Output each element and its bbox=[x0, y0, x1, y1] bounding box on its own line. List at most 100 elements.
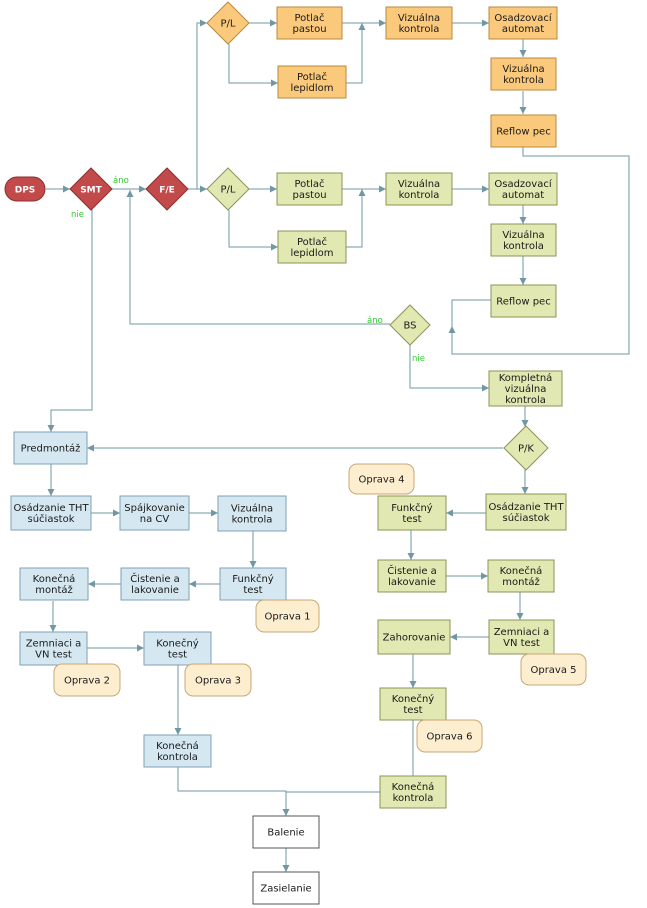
edge-bs-nie-kompletna bbox=[409, 341, 489, 392]
cistenie-right-label-1: Čistenie a bbox=[387, 564, 437, 577]
osadzovaci-automat-bottom-label-1: Osadzovací bbox=[494, 178, 552, 190]
funkcny-test-right-label-1: Funkčný bbox=[391, 502, 433, 514]
osadzanie-tht-right-label-2: súčiastok bbox=[503, 512, 550, 524]
reflow-pec-top-shape bbox=[490, 114, 557, 148]
dps-label-1: DPS bbox=[15, 186, 36, 196]
predmontaz-shape bbox=[13, 431, 88, 465]
edge-reflow-top-bs bbox=[448, 147, 630, 355]
konecna-kontrola-right-shape bbox=[379, 775, 447, 809]
vizualna-kontrola-top-2-label-2: kontrola bbox=[503, 75, 544, 86]
konecny-test-left-label-1: Konečný bbox=[156, 638, 199, 650]
zahorovanie-box: Zahorovanie bbox=[377, 619, 451, 655]
vizualna-kontrola-bottom-2-label-2: kontrola bbox=[503, 241, 544, 252]
edge-plbot-lepidlom bbox=[228, 210, 278, 251]
zemniaci-left-label-2: VN test bbox=[35, 650, 72, 661]
balenie-box: Balenie bbox=[252, 815, 320, 849]
vizualna-kontrola-bottom-1-shape bbox=[385, 172, 453, 206]
edge-lepidlom-merge-top bbox=[346, 23, 366, 84]
smt-nie-label: nie bbox=[71, 210, 84, 220]
zasielanie-label-1: Zasielanie bbox=[260, 884, 311, 895]
cistenie-right-shape bbox=[377, 559, 447, 593]
pk-decision: P/K bbox=[503, 425, 549, 471]
vizualna-kontrola-top-1-label-2: kontrola bbox=[399, 24, 440, 35]
osadzanie-tht-left-label-2: súčiastok bbox=[28, 513, 75, 525]
osadzovaci-automat-bottom-shape bbox=[488, 172, 558, 206]
dps-shape bbox=[4, 176, 46, 202]
bs-diamond bbox=[389, 304, 431, 346]
edge-konkontrola-balenie bbox=[177, 767, 290, 816]
funkcny-test-left-shape bbox=[219, 567, 287, 601]
zahorovanie-shape bbox=[377, 619, 451, 655]
potlac-pastou-bottom-label-2: pastou bbox=[292, 190, 326, 201]
vizualna-kontrola-bottom-1-label-2: kontrola bbox=[399, 190, 440, 201]
pl-top-decision: P/L bbox=[206, 1, 250, 45]
fe-diamond bbox=[145, 167, 189, 211]
oprava-5-shape bbox=[520, 653, 587, 686]
oprava-4-shape bbox=[348, 463, 415, 495]
zasielanie-shape bbox=[252, 871, 320, 905]
oprava-6-shape bbox=[416, 719, 483, 753]
zemniaci-left-shape bbox=[19, 631, 88, 666]
potlac-lepidlom-top-shape bbox=[277, 65, 347, 99]
smt-label-1: SMT bbox=[80, 186, 102, 196]
edge-smt-nie-predmontaz bbox=[47, 200, 93, 432]
oprava-3-label-1: Oprava 3 bbox=[195, 676, 241, 687]
konecna-montaz-left-label-2: montáž bbox=[35, 584, 73, 596]
potlac-pastou-top-shape bbox=[276, 6, 343, 40]
funkcny-test-right-shape bbox=[377, 495, 447, 531]
edge-pltop-lepidlom bbox=[228, 44, 278, 87]
oprava-3-shape bbox=[184, 663, 252, 697]
potlac-lepidlom-bottom-label-1: Potlač bbox=[297, 236, 327, 248]
cistenie-left-label-1: Čistenie a bbox=[130, 572, 180, 585]
edge-lepidlom-merge-bot bbox=[346, 189, 366, 248]
osadzanie-tht-left-shape bbox=[10, 495, 92, 531]
zemniaci-left-label-1: Zemniaci a bbox=[26, 639, 82, 650]
potlac-pastou-top-label-2: pastou bbox=[292, 24, 326, 35]
oprava-6-box: Oprava 6 bbox=[416, 719, 483, 753]
konecny-test-right-label-1: Konečný bbox=[392, 693, 435, 705]
reflow-pec-bottom-shape bbox=[490, 284, 557, 318]
konecna-montaz-right-shape bbox=[487, 559, 555, 593]
reflow-pec-top-box: Reflow pec bbox=[490, 114, 557, 148]
pl-bottom-decision: P/L bbox=[206, 167, 250, 211]
oprava-3-box: Oprava 3 bbox=[184, 663, 252, 697]
oprava-2-label-1: Oprava 2 bbox=[64, 676, 110, 687]
oprava-4-label-1: Oprava 4 bbox=[358, 475, 404, 486]
edge-fe-pl-top bbox=[187, 19, 207, 190]
potlac-pastou-top-label-1: Potlač bbox=[294, 12, 324, 24]
zemniaci-right-label-1: Zemniaci a bbox=[494, 627, 550, 638]
osadzovaci-automat-bottom-label-2: automat bbox=[502, 190, 544, 201]
vizualna-kontrola-bottom-2-label-1: Vizuálna bbox=[502, 229, 544, 241]
potlac-lepidlom-bottom-label-2: lepidlom bbox=[290, 248, 333, 259]
potlac-lepidlom-top-label-2: lepidlom bbox=[290, 83, 333, 94]
funkcny-test-right-label-2: test bbox=[402, 514, 421, 525]
fe-label-1: F/E bbox=[159, 186, 175, 196]
zemniaci-left-box: Zemniaci aVN test bbox=[19, 631, 88, 666]
balenie-shape bbox=[252, 815, 320, 849]
pl-top-diamond bbox=[206, 1, 250, 45]
oprava-1-box: Oprava 1 bbox=[255, 599, 320, 633]
spajkovanie-shape bbox=[119, 495, 190, 531]
potlac-lepidlom-top-label-1: Potlač bbox=[297, 71, 327, 83]
bs-ano-label: áno bbox=[367, 316, 383, 326]
predmontaz-label-1: Predmontáž bbox=[21, 443, 81, 455]
bs-label-1: BS bbox=[403, 321, 416, 332]
